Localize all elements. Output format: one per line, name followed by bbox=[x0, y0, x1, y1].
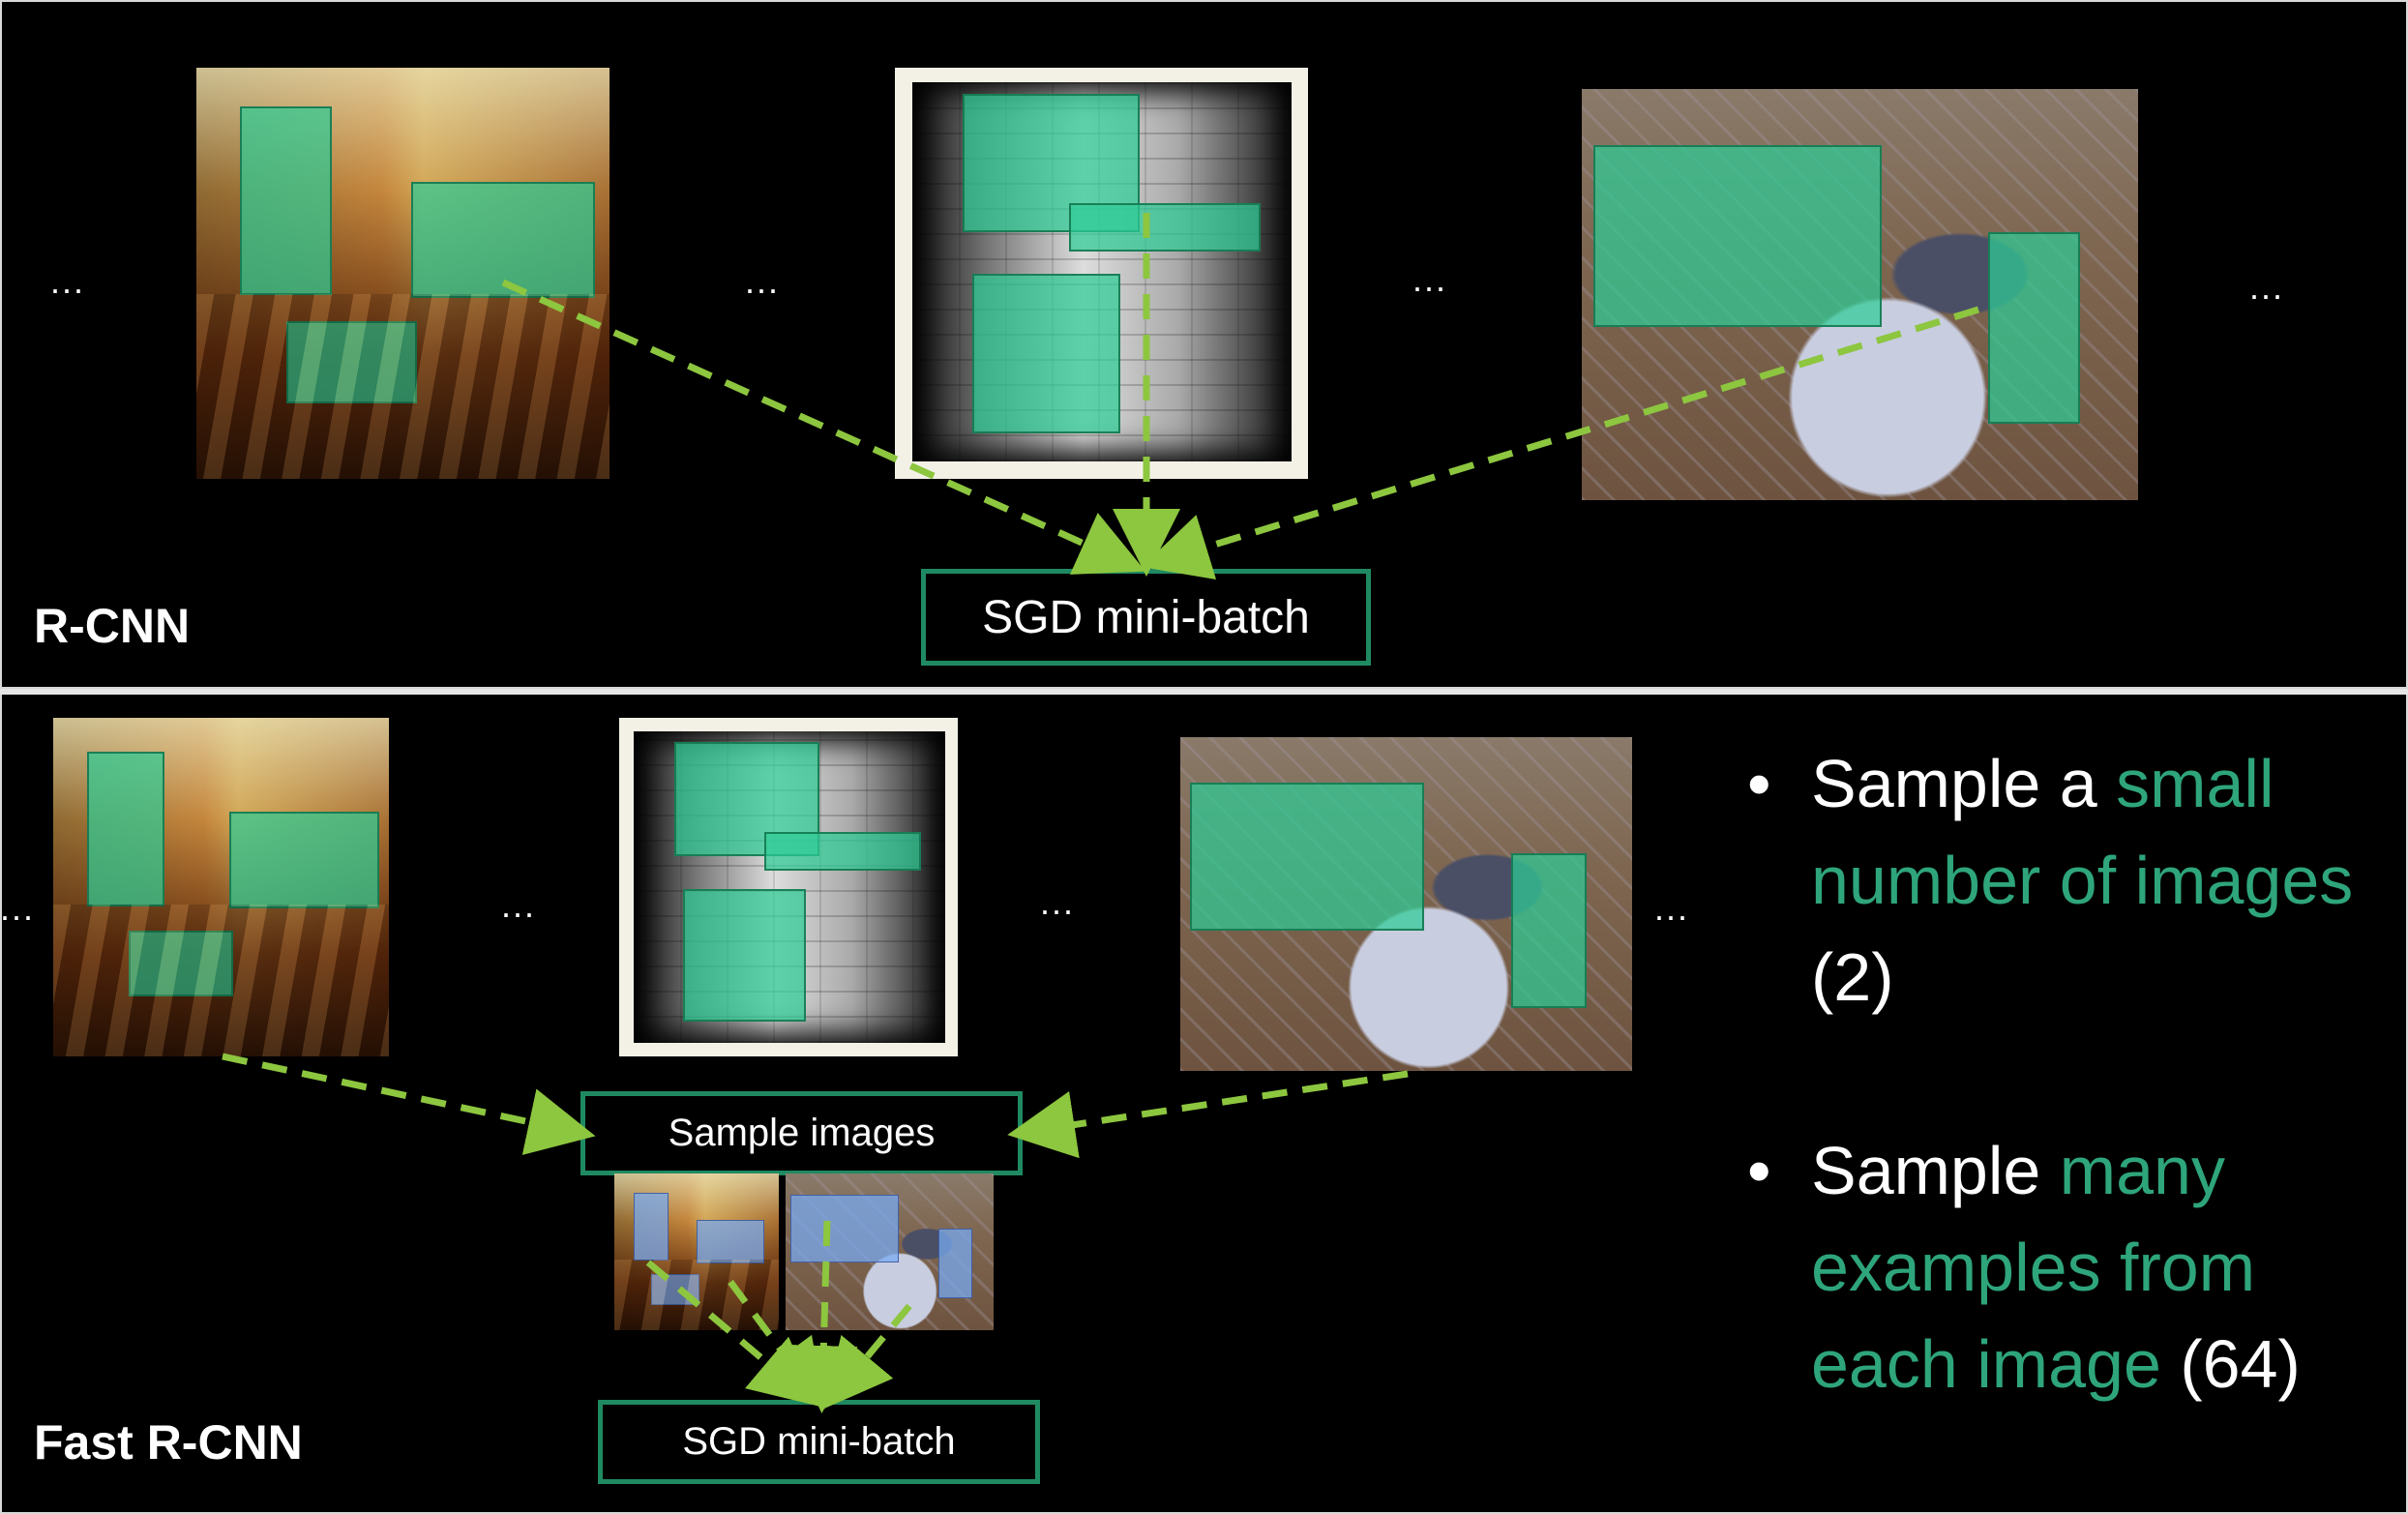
sampled-roi-box bbox=[790, 1195, 899, 1262]
roi-box bbox=[1069, 203, 1261, 252]
dashed-arrow bbox=[1141, 306, 1980, 580]
sample-images-label: Sample images bbox=[668, 1112, 936, 1154]
roi-box bbox=[1593, 145, 1882, 327]
roi-box bbox=[1190, 783, 1424, 931]
sampled-bird-thumbnail bbox=[786, 1173, 994, 1330]
roi-box bbox=[240, 106, 332, 295]
dashed-arrow bbox=[823, 1303, 912, 1410]
sampled-roi-box bbox=[634, 1193, 669, 1261]
bullet-item: •Sample many examples from each image (6… bbox=[1741, 1122, 2408, 1412]
ellipsis: ... bbox=[2249, 267, 2285, 307]
sampled-roi-box bbox=[697, 1220, 764, 1263]
sgd-minibatch-label: SGD mini-batch bbox=[682, 1420, 956, 1463]
dashed-arrow bbox=[789, 1220, 858, 1413]
dashed-arrow bbox=[645, 1260, 819, 1407]
bullet-dot: • bbox=[1747, 1133, 1771, 1208]
rcnn-title: R-CNN bbox=[34, 599, 191, 653]
roi-box bbox=[1511, 853, 1587, 1008]
ellipsis: ... bbox=[0, 888, 36, 928]
bathroom-image bbox=[619, 718, 958, 1056]
roi-box bbox=[1988, 232, 2080, 424]
bird-image bbox=[1582, 89, 2138, 500]
bathroom-image bbox=[895, 68, 1308, 479]
panel-divider bbox=[0, 689, 2408, 695]
ellipsis: ... bbox=[1412, 259, 1448, 299]
sample-images-box: Sample images bbox=[580, 1091, 1023, 1175]
street-image bbox=[196, 68, 609, 479]
ellipsis: ... bbox=[1654, 888, 1690, 928]
street-image bbox=[53, 718, 389, 1056]
sgd-minibatch-box: SGD mini-batch bbox=[921, 569, 1371, 666]
dashed-arrow bbox=[728, 1279, 825, 1410]
roi-box bbox=[683, 889, 806, 1022]
ellipsis: ... bbox=[745, 261, 781, 301]
roi-box bbox=[229, 812, 379, 908]
fast-rcnn-title: Fast R-CNN bbox=[34, 1415, 303, 1469]
ellipsis: ... bbox=[501, 885, 537, 925]
dashed-arrow bbox=[1007, 1070, 1409, 1159]
ellipsis: ... bbox=[1040, 882, 1076, 922]
sgd-minibatch-label: SGD mini-batch bbox=[982, 591, 1310, 643]
roi-box bbox=[764, 832, 921, 871]
sampled-roi-box bbox=[938, 1229, 972, 1298]
roi-box bbox=[972, 274, 1120, 433]
bullet-dot: • bbox=[1747, 746, 1771, 821]
ellipsis: ... bbox=[50, 261, 86, 301]
dashed-arrow bbox=[501, 279, 1146, 575]
bullet-list: •Sample a small number of images (2) •Sa… bbox=[1741, 735, 2408, 1509]
bullet-item: •Sample a small number of images (2) bbox=[1741, 735, 2408, 1025]
dashed-arrow bbox=[222, 1053, 596, 1155]
bird-image bbox=[1180, 737, 1632, 1071]
